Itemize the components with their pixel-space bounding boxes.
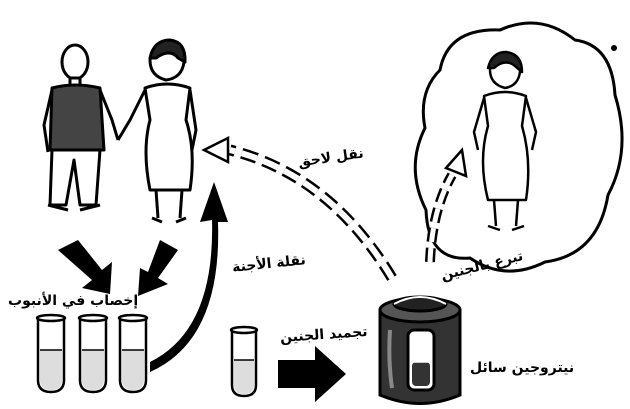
man-figure [44,45,118,210]
woman-to-tubes-arrow [138,240,178,296]
man-to-tubes-arrow [58,240,112,294]
label-ivf: إخصاب في الأنبوب [8,293,138,309]
test-tube [37,315,65,392]
liquid-nitrogen-tank [380,297,460,404]
embryo-transfer-curved-arrow [150,182,228,372]
freezing-test-tube [231,327,257,396]
ivf-test-tubes [37,315,147,392]
freezing-arrow [278,346,346,402]
label-liquid-nitrogen: نيتروجين سائل [470,360,574,376]
woman-figure [118,40,196,222]
donor-woman-figure [474,52,536,230]
test-tube [119,315,147,392]
test-tube [79,315,107,392]
